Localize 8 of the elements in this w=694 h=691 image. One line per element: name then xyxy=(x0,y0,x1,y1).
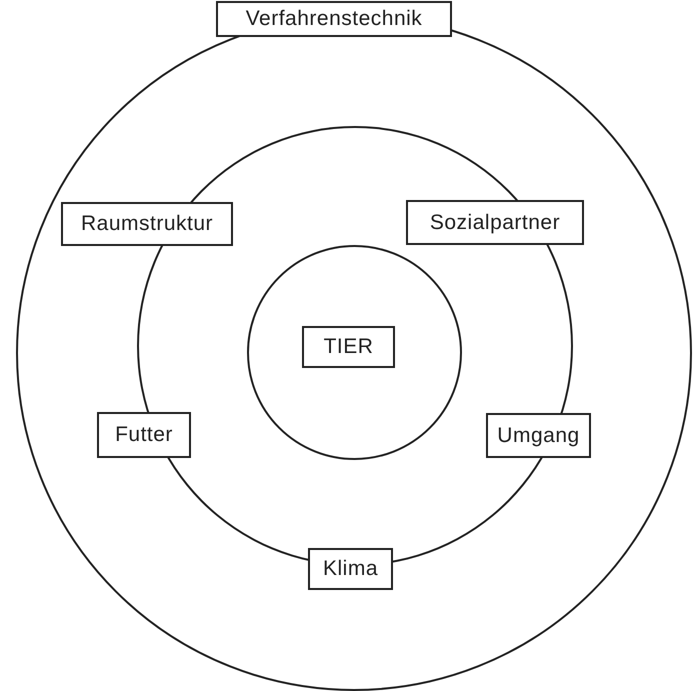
term-label: Raumstruktur xyxy=(61,202,233,246)
term-label: TIER xyxy=(302,326,395,368)
term-label: Verfahrenstechnik xyxy=(216,1,452,37)
term-label: Umgang xyxy=(486,413,591,458)
term-label: Sozialpartner xyxy=(406,200,584,245)
inner-circle xyxy=(247,245,462,460)
term-label: Klima xyxy=(308,548,393,590)
term-label: Futter xyxy=(97,412,191,458)
